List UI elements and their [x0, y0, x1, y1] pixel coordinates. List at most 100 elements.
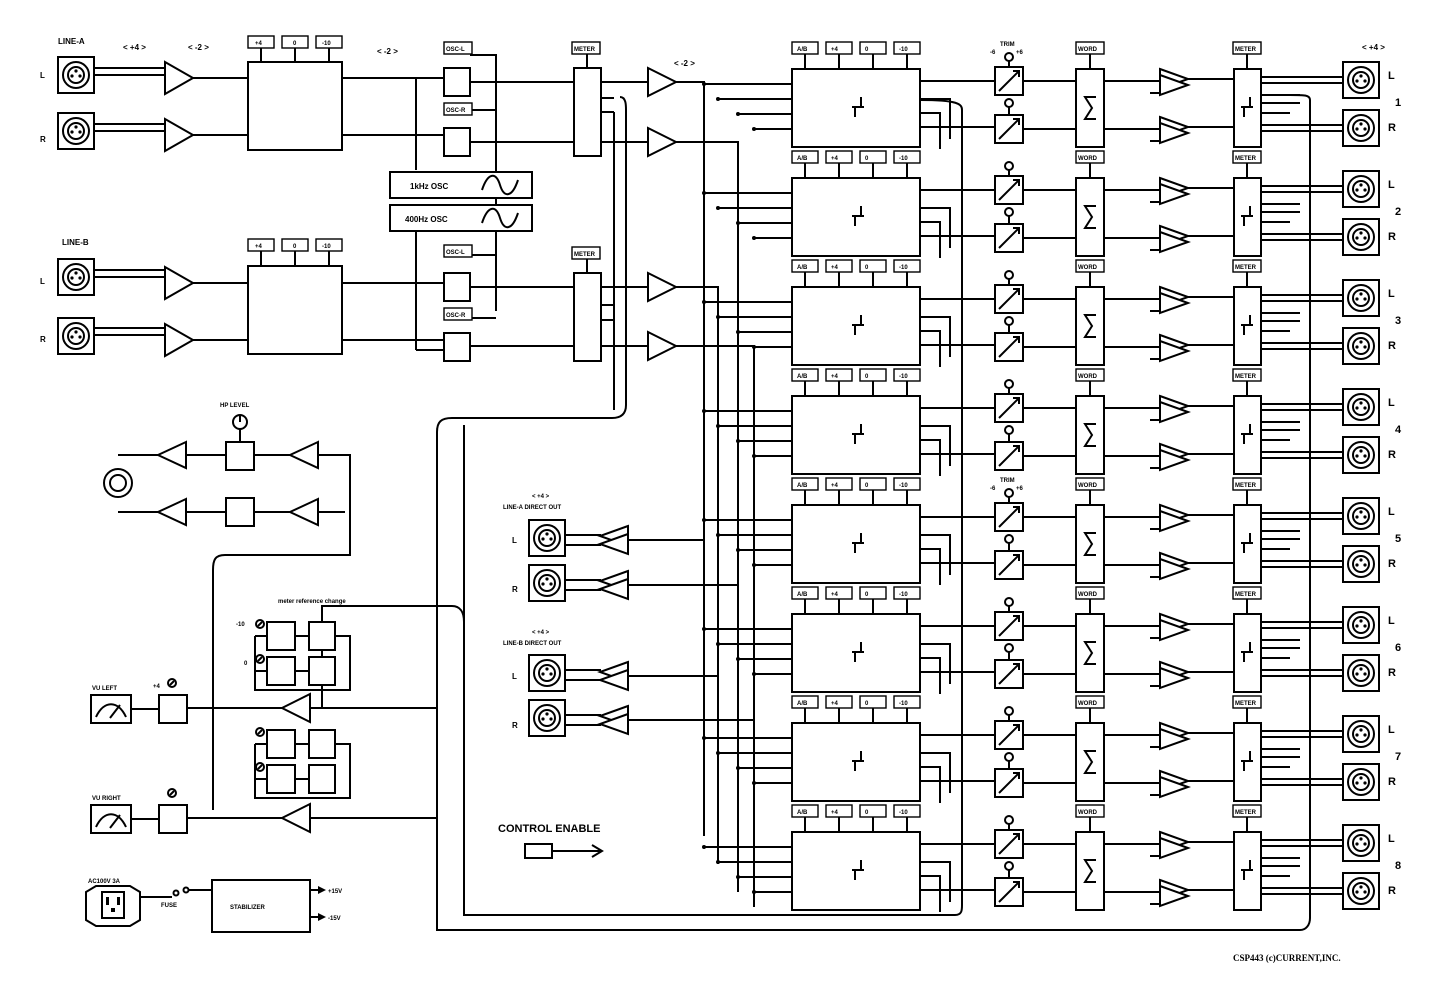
svg-text:+4: +4	[831, 810, 839, 816]
output-3-r	[1342, 327, 1380, 365]
svg-text:A/B: A/B	[797, 592, 808, 598]
svg-text:VU LEFT: VU LEFT	[92, 686, 117, 692]
output-channel-number: 6	[1395, 642, 1401, 654]
svg-text:0: 0	[865, 156, 869, 162]
direct-out-b: < +4 > LINE-B DIRECT OUT L R	[503, 630, 562, 730]
svg-text:OSC-R: OSC-R	[446, 108, 466, 114]
output-2-r	[1342, 218, 1380, 256]
line-a-title: LINE-A	[58, 37, 85, 46]
svg-text:+15V: +15V	[328, 889, 342, 895]
svg-text:0: 0	[865, 701, 869, 707]
svg-text:A/B: A/B	[797, 374, 808, 380]
svg-text:HP LEVEL: HP LEVEL	[220, 403, 250, 409]
svg-text:0: 0	[865, 810, 869, 816]
svg-text:-10: -10	[236, 622, 245, 628]
svg-text:-10: -10	[899, 701, 908, 707]
trim-r-3	[994, 332, 1024, 362]
svg-text:R: R	[512, 721, 518, 730]
output-channel-number: 5	[1395, 533, 1401, 545]
svg-text:A/B: A/B	[797, 265, 808, 271]
trim-l-3	[994, 284, 1024, 314]
svg-text:STABILIZER: STABILIZER	[230, 905, 266, 911]
svg-text:LINE-B DIRECT OUT: LINE-B DIRECT OUT	[503, 641, 562, 647]
svg-text:R: R	[1388, 667, 1396, 679]
svg-text:LINE-A DIRECT OUT: LINE-A DIRECT OUT	[503, 505, 561, 511]
svg-text:R: R	[512, 585, 518, 594]
svg-text:FUSE: FUSE	[161, 903, 177, 909]
svg-text:-10: -10	[322, 41, 331, 47]
trim-r-6	[994, 659, 1024, 689]
output-5-l	[1342, 497, 1380, 535]
direct-a-l-connector	[528, 519, 566, 557]
trim-r-7	[994, 768, 1024, 798]
svg-text:meter reference change: meter reference change	[278, 599, 346, 605]
svg-text:+4: +4	[831, 592, 839, 598]
svg-text:WORD: WORD	[1078, 810, 1098, 816]
svg-text:OSC-L: OSC-L	[446, 47, 465, 53]
svg-text:R: R	[1388, 449, 1396, 461]
svg-text:WORD: WORD	[1078, 47, 1098, 53]
copyright-text: CSP443 (c)CURRENT,INC.	[1233, 953, 1341, 963]
trim-l-6	[994, 611, 1024, 641]
output-8-l	[1342, 824, 1380, 862]
svg-text:METER: METER	[574, 252, 596, 258]
input-meter-a: METER	[571, 41, 602, 157]
svg-text:+4: +4	[153, 684, 161, 690]
svg-text:VU RIGHT: VU RIGHT	[92, 796, 121, 802]
control-enable-label: CONTROL ENABLE	[498, 823, 600, 835]
svg-text:WORD: WORD	[1078, 265, 1098, 271]
line-a-l-connector	[57, 56, 95, 94]
svg-text:WORD: WORD	[1078, 374, 1098, 380]
trim-label-1: TRIM-6+6	[990, 42, 1024, 56]
svg-text:-10: -10	[899, 156, 908, 162]
svg-text:+4: +4	[831, 374, 839, 380]
trim-l-1	[994, 66, 1024, 96]
output-channel-number: 4	[1395, 424, 1402, 436]
svg-text:TRIM: TRIM	[1000, 42, 1015, 48]
svg-text:METER: METER	[1235, 592, 1257, 598]
svg-text:L: L	[1388, 724, 1395, 736]
output-2-l	[1342, 170, 1380, 208]
output-channel-number: 8	[1395, 860, 1401, 872]
svg-text:-10: -10	[899, 47, 908, 53]
trim-r-8	[994, 877, 1024, 907]
line-b-l-connector	[57, 258, 95, 296]
oscillator-400hz: 400Hz OSC	[389, 204, 533, 232]
output-4-l	[1342, 388, 1380, 426]
svg-text:A/B: A/B	[797, 701, 808, 707]
svg-text:L: L	[1388, 179, 1395, 191]
trim-l-2	[994, 175, 1024, 205]
svg-text:L: L	[1388, 506, 1395, 518]
trim-label-5: TRIM-6+6	[990, 478, 1024, 492]
svg-text:-10: -10	[899, 483, 908, 489]
gain-bus-minus2: < -2 >	[674, 59, 695, 68]
output-6-l	[1342, 606, 1380, 644]
svg-text:METER: METER	[1235, 47, 1257, 53]
svg-text:METER: METER	[1235, 810, 1257, 816]
svg-text:-10: -10	[322, 244, 331, 250]
svg-text:WORD: WORD	[1078, 156, 1098, 162]
direct-out-amp-3	[597, 660, 629, 692]
output-1-r	[1342, 109, 1380, 147]
output-gain-label: < +4 >	[1362, 43, 1385, 52]
svg-text:-10: -10	[899, 810, 908, 816]
bus-driver-3	[647, 271, 679, 303]
line-b-l-label: L	[40, 277, 45, 286]
svg-text:R: R	[1388, 231, 1396, 243]
output-6-r	[1342, 654, 1380, 692]
svg-text:L: L	[1388, 833, 1395, 845]
svg-text:L: L	[512, 536, 517, 545]
svg-text:+4: +4	[831, 265, 839, 271]
svg-text:+4: +4	[831, 483, 839, 489]
bus-driver-1	[647, 66, 679, 98]
bus-driver-4	[647, 330, 679, 362]
svg-text:-6: -6	[990, 50, 996, 56]
